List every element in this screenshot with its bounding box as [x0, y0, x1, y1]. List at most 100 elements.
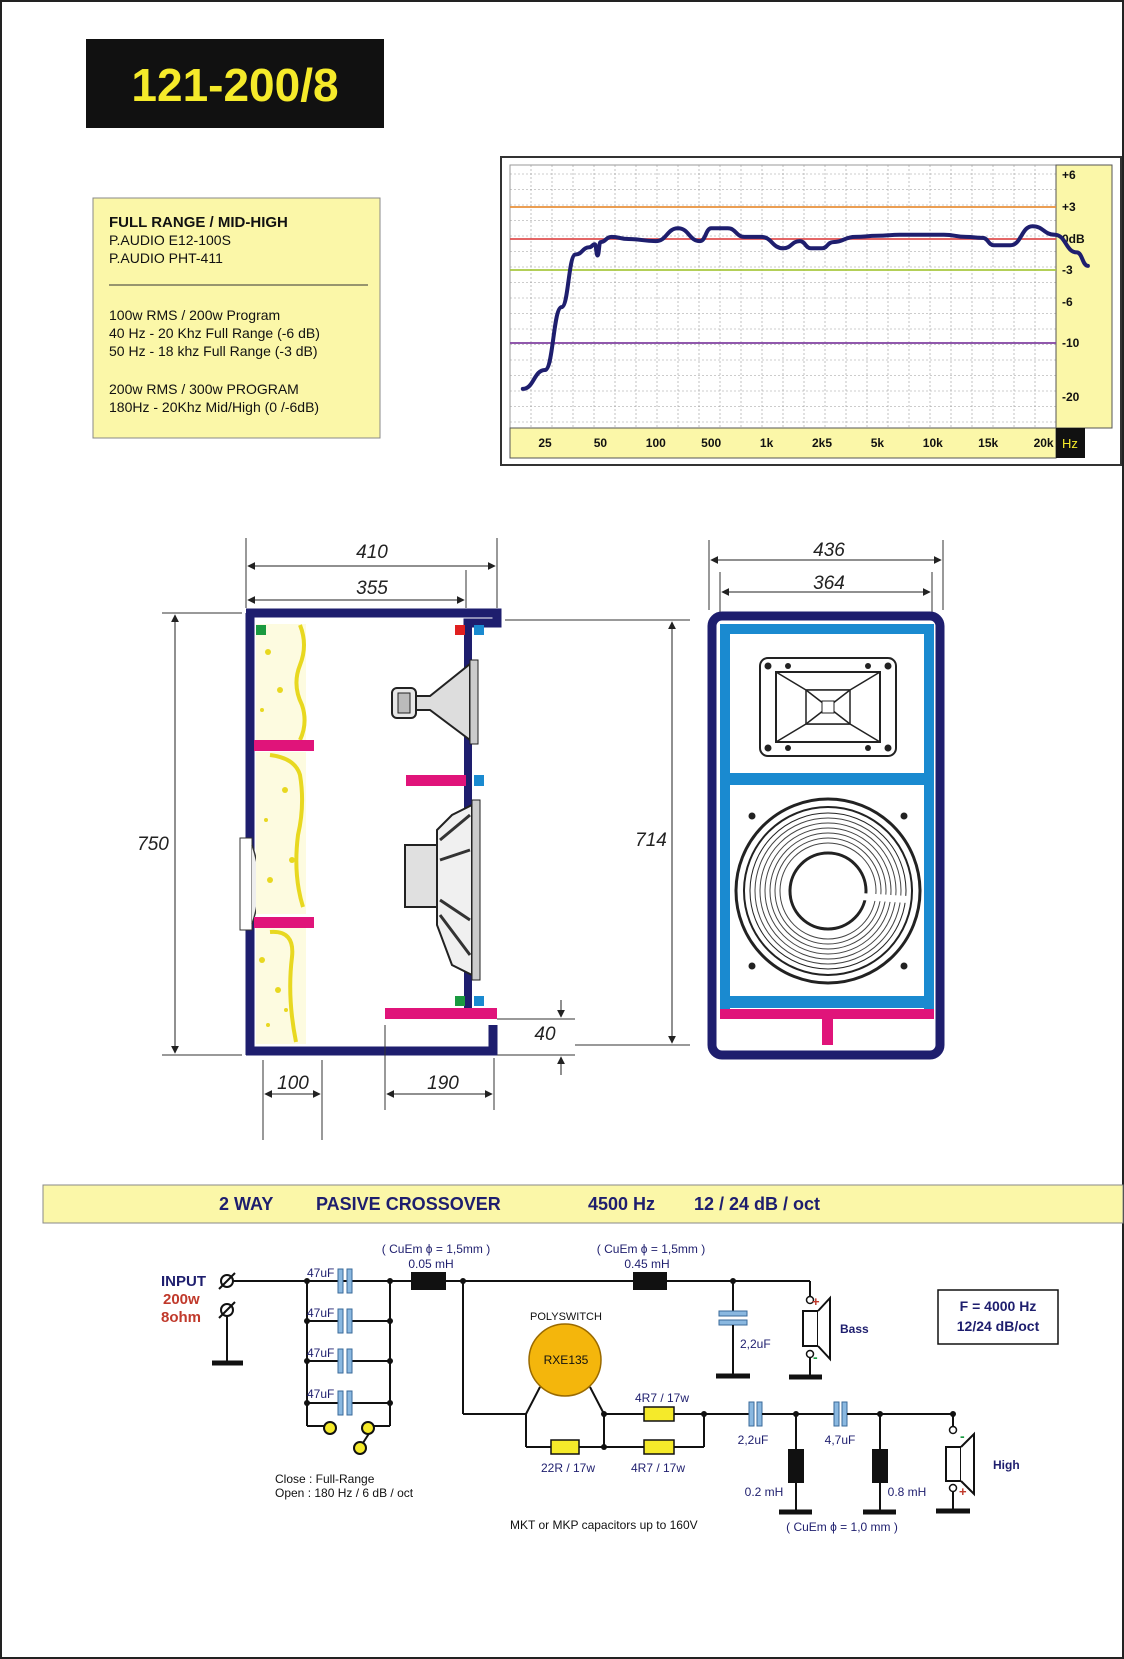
- dim-inner-height: 714: [635, 830, 667, 851]
- resistor-4r7-b-value: 4R7 / 17w: [631, 1461, 685, 1475]
- cap-47-3: 47uF: [307, 1346, 334, 1360]
- horn-front: [759, 657, 897, 757]
- high-cap-2-value: 4,7uF: [825, 1433, 856, 1447]
- coil2-value: 0.45 mH: [624, 1257, 669, 1271]
- banner-type: PASIVE CROSSOVER: [316, 1194, 501, 1214]
- y-tick-label: -10: [1062, 336, 1080, 350]
- resistor-22r: [550, 1439, 580, 1455]
- switch-close: Close : Full-Range: [275, 1472, 375, 1486]
- title: 121-200/8: [131, 59, 338, 111]
- y-tick-label: -20: [1062, 390, 1080, 404]
- y-tick-label: +6: [1062, 168, 1076, 182]
- horn-driver-side: [391, 659, 479, 745]
- high-coil-1-value: 0.2 mH: [745, 1485, 784, 1499]
- polyswitch-label: POLYSWITCH: [530, 1311, 602, 1323]
- y-tick-label: -6: [1062, 295, 1073, 309]
- crossover-banner: 2 WAY PASIVE CROSSOVER 4500 Hz 12 / 24 d…: [42, 1184, 1124, 1224]
- dim-front-width: 436: [813, 540, 845, 561]
- dim-side-depth: 410: [356, 542, 388, 563]
- coil-0-45mh: [633, 1272, 667, 1290]
- high-driver-icon: [945, 1446, 962, 1482]
- cap-47-4: 47uF: [307, 1387, 334, 1401]
- banner-freq: 4500 Hz: [588, 1194, 655, 1214]
- high-plus: +: [959, 1484, 967, 1499]
- coil1-value: 0.05 mH: [408, 1257, 453, 1271]
- x-tick-label: 2k5: [812, 436, 832, 450]
- x-tick-label: 1k: [760, 436, 774, 450]
- dim-front-inner: 364: [813, 573, 845, 594]
- bass-label: Bass: [840, 1322, 869, 1336]
- x-unit: Hz: [1062, 436, 1078, 451]
- woofer-side: [404, 799, 481, 981]
- spec-line-4: 200w RMS / 300w PROGRAM: [109, 381, 299, 397]
- banner-slope: 12 / 24 dB / oct: [694, 1194, 820, 1214]
- input-impedance: 8ohm: [161, 1309, 201, 1326]
- dim-port-depth: 100: [277, 1073, 309, 1094]
- high-coil-spec: ( CuEm ϕ = 1,0 mm ): [786, 1520, 898, 1534]
- reference-lines: [510, 206, 1056, 344]
- high-label: High: [993, 1458, 1020, 1472]
- x-unit-box: [1056, 428, 1085, 458]
- freq-box-line-1: F = 4000 Hz: [960, 1298, 1037, 1314]
- coil2-spec: ( CuEm ϕ = 1,5mm ): [597, 1242, 705, 1256]
- x-tick-label: 5k: [871, 436, 885, 450]
- x-tick-label: 20k: [1034, 436, 1054, 450]
- freq-box-line-2: 12/24 dB/oct: [957, 1318, 1040, 1334]
- response-curve: [520, 224, 1090, 391]
- chart-series: [520, 224, 1090, 391]
- polyswitch-part: RXE135: [544, 1353, 589, 1367]
- dim-bottom-depth: 190: [427, 1073, 459, 1094]
- crossover-freq-box: [937, 1289, 1059, 1345]
- input-label: INPUT: [161, 1273, 206, 1290]
- spec-driver-2: P.AUDIO PHT-411: [109, 250, 223, 266]
- spec-box: FULL RANGE / MID-HIGH P.AUDIO E12-100S P…: [92, 197, 381, 439]
- spec-line-1: 100w RMS / 200w Program: [109, 307, 280, 323]
- x-axis-panel: [509, 427, 1057, 459]
- resistor-22r-value: 22R / 17w: [541, 1461, 595, 1475]
- input-power: 200w: [163, 1291, 200, 1308]
- dim-height: 750: [137, 834, 169, 855]
- polyswitch-icon: [528, 1323, 602, 1397]
- high-cap-2-2uf: [748, 1401, 755, 1427]
- high-minus: -: [960, 1428, 965, 1444]
- resistor-4r7-a-value: 4R7 / 17w: [635, 1391, 689, 1405]
- high-coil-0-2mh: [788, 1449, 804, 1483]
- resistor-4r7-b: [643, 1439, 675, 1455]
- bass-driver-icon: [802, 1310, 819, 1347]
- x-tick-label: 15k: [978, 436, 998, 450]
- bass-cap: [718, 1310, 748, 1317]
- banner-way: 2 WAY: [219, 1194, 273, 1214]
- title-block: 121-200/8: [86, 39, 384, 128]
- cap-47-2: 47uF: [307, 1306, 334, 1320]
- switch-open: Open : 180 Hz / 6 dB / oct: [275, 1486, 414, 1500]
- crossover-schematic: INPUT 200w 8ohm 47uF: [161, 1242, 1059, 1534]
- chart-grid: [509, 165, 1057, 428]
- spec-header: FULL RANGE / MID-HIGH: [109, 214, 288, 231]
- cap-47-1: 47uF: [307, 1266, 334, 1280]
- input-cap-bank: [307, 1280, 390, 1404]
- y-axis-panel: [1055, 164, 1113, 429]
- coil-0-05mh: [411, 1272, 446, 1290]
- x-tick-label: 50: [594, 436, 608, 450]
- resistor-4r7-a: [643, 1406, 675, 1422]
- bass-cap-value: 2,2uF: [740, 1337, 771, 1351]
- bass-minus: -: [813, 1349, 818, 1365]
- x-tick-label: 25: [538, 436, 552, 450]
- x-tick-label: 500: [701, 436, 721, 450]
- coil1-spec: ( CuEm ϕ = 1,5mm ): [382, 1242, 490, 1256]
- full-range-switch[interactable]: [323, 1421, 337, 1435]
- spec-line-2: 40 Hz - 20 Khz Full Range (-6 dB): [109, 325, 320, 341]
- y-tick-label: 0dB: [1062, 232, 1085, 246]
- caps-note: MKT or MKP capacitors up to 160V: [510, 1518, 698, 1532]
- bass-plus: +: [812, 1294, 820, 1309]
- high-cap-1-value: 2,2uF: [738, 1433, 769, 1447]
- spec-line-5: 180Hz - 20Khz Mid/High (0 /-6dB): [109, 399, 319, 415]
- y-tick-label: -3: [1062, 263, 1073, 277]
- dim-side-inner: 355: [356, 578, 388, 599]
- spec-line-3: 50 Hz - 18 khz Full Range (-3 dB): [109, 343, 318, 359]
